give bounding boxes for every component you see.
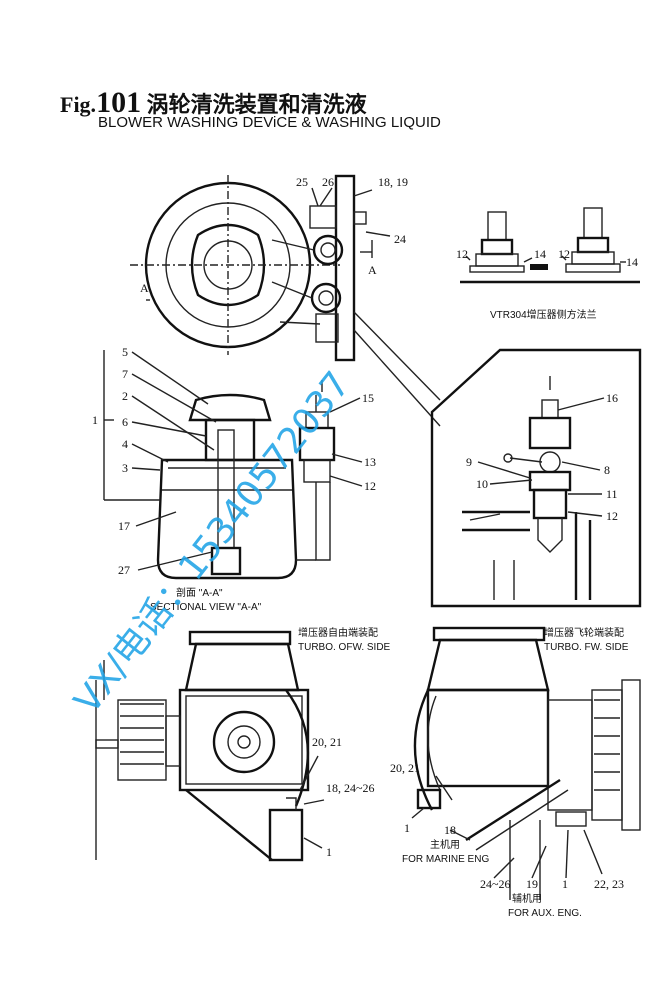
turbo-ofw-side: 增压器自由端装配 TURBO. OFW. SIDE 20, 21 18, 24~…: [95, 626, 391, 862]
fw-caption-en: TURBO. FW. SIDE: [544, 642, 629, 653]
fw-label-18: 18: [444, 823, 456, 837]
turbo-fw-side: 增压器飞轮端装配 TURBO. FW. SIDE 20, 21 1 18 主机用…: [390, 626, 641, 919]
section-label-13: 13: [364, 455, 376, 469]
flange-label-14b: 14: [626, 255, 638, 269]
section-view: 5 7 2 1 6 4 3 17 27 15 13 12 剖面 "A-A" SE…: [92, 345, 376, 613]
title-en: BLOWER WASHING DEViCE & WASHING LIQUID: [98, 114, 441, 131]
ofw-label-1: 1: [326, 845, 332, 859]
fw-aux-cn: 辅机用: [512, 892, 542, 905]
fw-aux-en: FOR AUX. ENG.: [508, 908, 582, 919]
valve-label-12: 12: [606, 509, 618, 523]
fw-marine-en: FOR MARINE ENG: [402, 854, 489, 865]
flange-detail: 12 14 12 14 VTR304增压器侧方法兰: [456, 207, 640, 321]
label-24: 24: [394, 232, 406, 246]
top-view: 25 26 18, 19 24 A A: [130, 174, 441, 427]
ofw-caption-en: TURBO. OFW. SIDE: [298, 642, 391, 653]
section-label-12: 12: [364, 479, 376, 493]
section-mark-left: A: [140, 281, 149, 295]
section-mark-right: A: [368, 263, 377, 277]
flange-label-12a: 12: [456, 247, 468, 261]
flange-label-12b: 12: [558, 247, 570, 261]
fig-prefix: Fig.: [60, 92, 97, 117]
fw-label-19: 19: [526, 877, 538, 891]
flange-label-14a: 14: [534, 247, 546, 261]
title-cn: 涡轮清洗装置和清洗液: [146, 92, 367, 117]
section-label-27: 27: [118, 563, 130, 577]
fw-label-22-23: 22, 23: [594, 877, 624, 891]
valve-label-11: 11: [606, 487, 618, 501]
fig-number: 101: [96, 86, 142, 119]
valve-label-10: 10: [476, 477, 488, 491]
ofw-caption-cn: 增压器自由端装配: [298, 626, 378, 639]
section-label-4: 4: [122, 437, 128, 451]
section-label-1: 1: [92, 413, 98, 427]
watermark-text: VX/电话：15340572037: [67, 364, 359, 721]
fw-label-20-21: 20, 21: [390, 761, 420, 775]
valve-label-8: 8: [604, 463, 610, 477]
fw-marine-cn: 主机用: [430, 838, 460, 851]
section-caption-en: SECTIONAL VIEW "A-A": [150, 602, 262, 613]
ofw-label-20-21: 20, 21: [312, 735, 342, 749]
fw-label-1b: 1: [562, 877, 568, 891]
section-label-6: 6: [122, 415, 128, 429]
section-label-5: 5: [122, 345, 128, 359]
section-label-17: 17: [118, 519, 130, 533]
ofw-label-18-24-26: 18, 24~26: [326, 781, 375, 795]
section-label-3: 3: [122, 461, 128, 475]
valve-label-9: 9: [466, 455, 472, 469]
section-label-2: 2: [122, 389, 128, 403]
label-25: 25: [296, 175, 308, 189]
figure-title: Fig.101 涡轮清洗装置和清洗液: [60, 86, 367, 120]
fw-label-1a: 1: [404, 821, 410, 835]
fw-caption-cn: 增压器飞轮端装配: [544, 626, 624, 639]
fw-label-24-26: 24~26: [480, 877, 511, 891]
section-label-15: 15: [362, 391, 374, 405]
section-caption-cn: 剖面 "A-A": [176, 586, 223, 599]
flange-caption: VTR304增压器侧方法兰: [490, 308, 597, 321]
label-26: 26: [322, 175, 334, 189]
valve-detail: 16 9 8 10 11 12: [430, 348, 642, 608]
valve-label-16: 16: [606, 391, 618, 405]
label-18-19: 18, 19: [378, 175, 408, 189]
section-label-7: 7: [122, 367, 128, 381]
